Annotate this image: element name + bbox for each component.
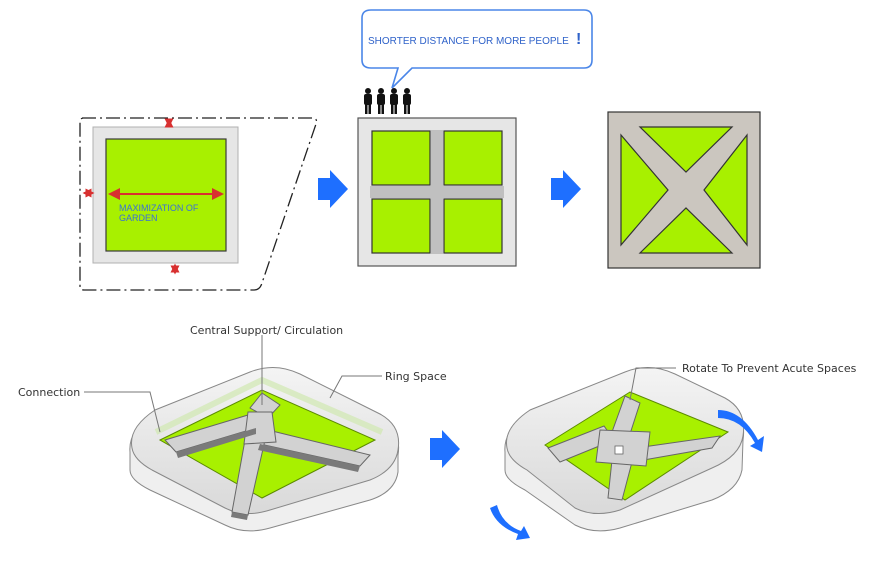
central-support-shade	[176, 428, 360, 520]
label-ring-space: Ring Space	[385, 370, 447, 383]
flow-arrow-3	[430, 430, 460, 468]
central-opening	[614, 445, 624, 455]
label-rotate: Rotate To Prevent Acute Spaces	[682, 362, 857, 375]
rotate-arrow-bottom-icon	[490, 505, 530, 540]
speech-bubble-exclamation: !	[576, 31, 581, 48]
person-icon	[403, 88, 411, 114]
person-icon	[377, 88, 385, 114]
site-boundary	[79, 117, 318, 291]
speech-bubble	[361, 9, 593, 89]
model-rotated-plan	[504, 367, 745, 532]
garden-quadrant	[371, 198, 431, 254]
panel-garden-maximization: MAXIMIZATION OF GARDEN	[79, 117, 318, 291]
leader-connection	[84, 391, 161, 433]
panel-shorter-distance: SHORTER DISTANCE FOR MORE PEOPLE !	[357, 9, 593, 267]
garden-quadrant	[443, 130, 503, 186]
garden-triangle-right	[703, 133, 748, 247]
person-icon	[390, 88, 398, 114]
flow-arrow-2	[551, 170, 581, 208]
rotate-arrow-top-icon	[718, 410, 764, 452]
garden-quadrant	[443, 198, 503, 254]
people-icon	[364, 88, 411, 114]
garden-quadrant	[371, 130, 431, 186]
panel-diagonal-layout	[607, 111, 761, 269]
callouts-right: Rotate To Prevent Acute Spaces	[629, 362, 857, 401]
person-icon	[364, 88, 372, 114]
speech-bubble-text: SHORTER DISTANCE FOR MORE PEOPLE	[368, 36, 569, 47]
flow-arrow-1	[318, 170, 348, 208]
label-central-support: Central Support/ Circulation	[190, 324, 343, 337]
garden-triangle-bottom	[638, 207, 734, 254]
callouts-left: Central Support/ Circulation Ring Space …	[18, 324, 447, 433]
garden-triangle-left	[620, 133, 669, 247]
garden-triangle-top	[638, 126, 734, 173]
garden-annotation-line1: MAXIMIZATION OF	[119, 203, 199, 213]
leader-rotate	[629, 367, 676, 401]
leader-ring	[329, 375, 382, 399]
garden-annotation-line2: GARDEN	[119, 213, 158, 223]
model-cross-plan	[129, 367, 400, 532]
cross-circulation-vertical	[431, 130, 443, 254]
label-connection: Connection	[18, 386, 80, 399]
